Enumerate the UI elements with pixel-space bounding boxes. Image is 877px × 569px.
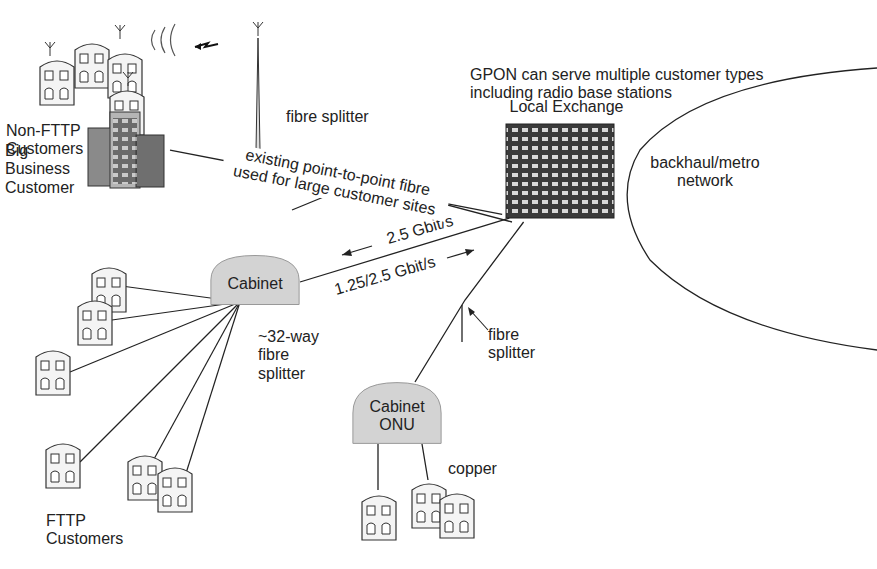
edge-label: existing point-to-point fibre used for l…: [220, 142, 452, 222]
backhaul-region: backhaul/metro network: [640, 148, 770, 204]
onu-cabinet-dome: Cabinet ONU: [352, 382, 442, 444]
rate-label: 1.25/2.5 Gbit/s: [332, 253, 437, 299]
node-text: Cabinet: [210, 275, 300, 293]
cabinet-dome: Cabinet: [210, 255, 300, 305]
medium-label: copper: [448, 460, 518, 478]
splitter-label: ~32-way fibre splitter: [258, 328, 338, 383]
local-exchange: Local Exchange: [495, 96, 638, 222]
node-text: Cabinet ONU: [361, 398, 433, 435]
splitter-label: fibre splitter: [286, 108, 406, 126]
group-label: FTTP Customers: [46, 512, 146, 549]
note-text: GPON can serve multiple customer types i…: [470, 66, 770, 103]
group-label: Non-FTTP Customers: [6, 122, 116, 159]
node-text: backhaul/metro network: [650, 154, 760, 191]
splitter-label: fibre splitter: [488, 326, 558, 363]
